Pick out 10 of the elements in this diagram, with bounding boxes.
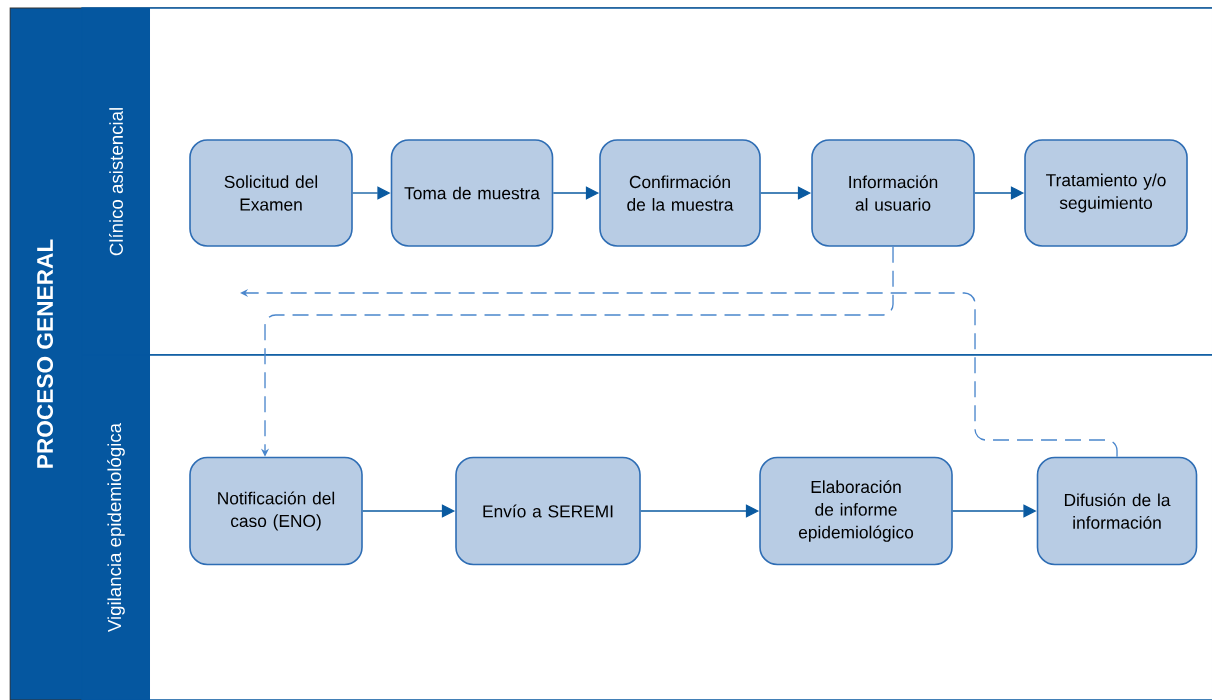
process-box: Difusión de la información: [1036, 456, 1198, 566]
process-box: Toma de muestra: [390, 139, 554, 247]
process-box: Tratamiento y/o seguimiento: [1024, 139, 1188, 247]
process-box: Información al usuario: [811, 139, 975, 247]
node-label: Clínico asistencial: [109, 108, 123, 256]
process-box: Envío a SEREMI: [455, 456, 641, 566]
process-box: Notificación del caso (ENO): [189, 456, 363, 566]
process-box: Solicitud del Examen: [189, 139, 353, 247]
process-box: Confirmación de la muestra: [599, 139, 761, 247]
process-box: Elaboración de informe epidemiológico: [759, 456, 953, 566]
